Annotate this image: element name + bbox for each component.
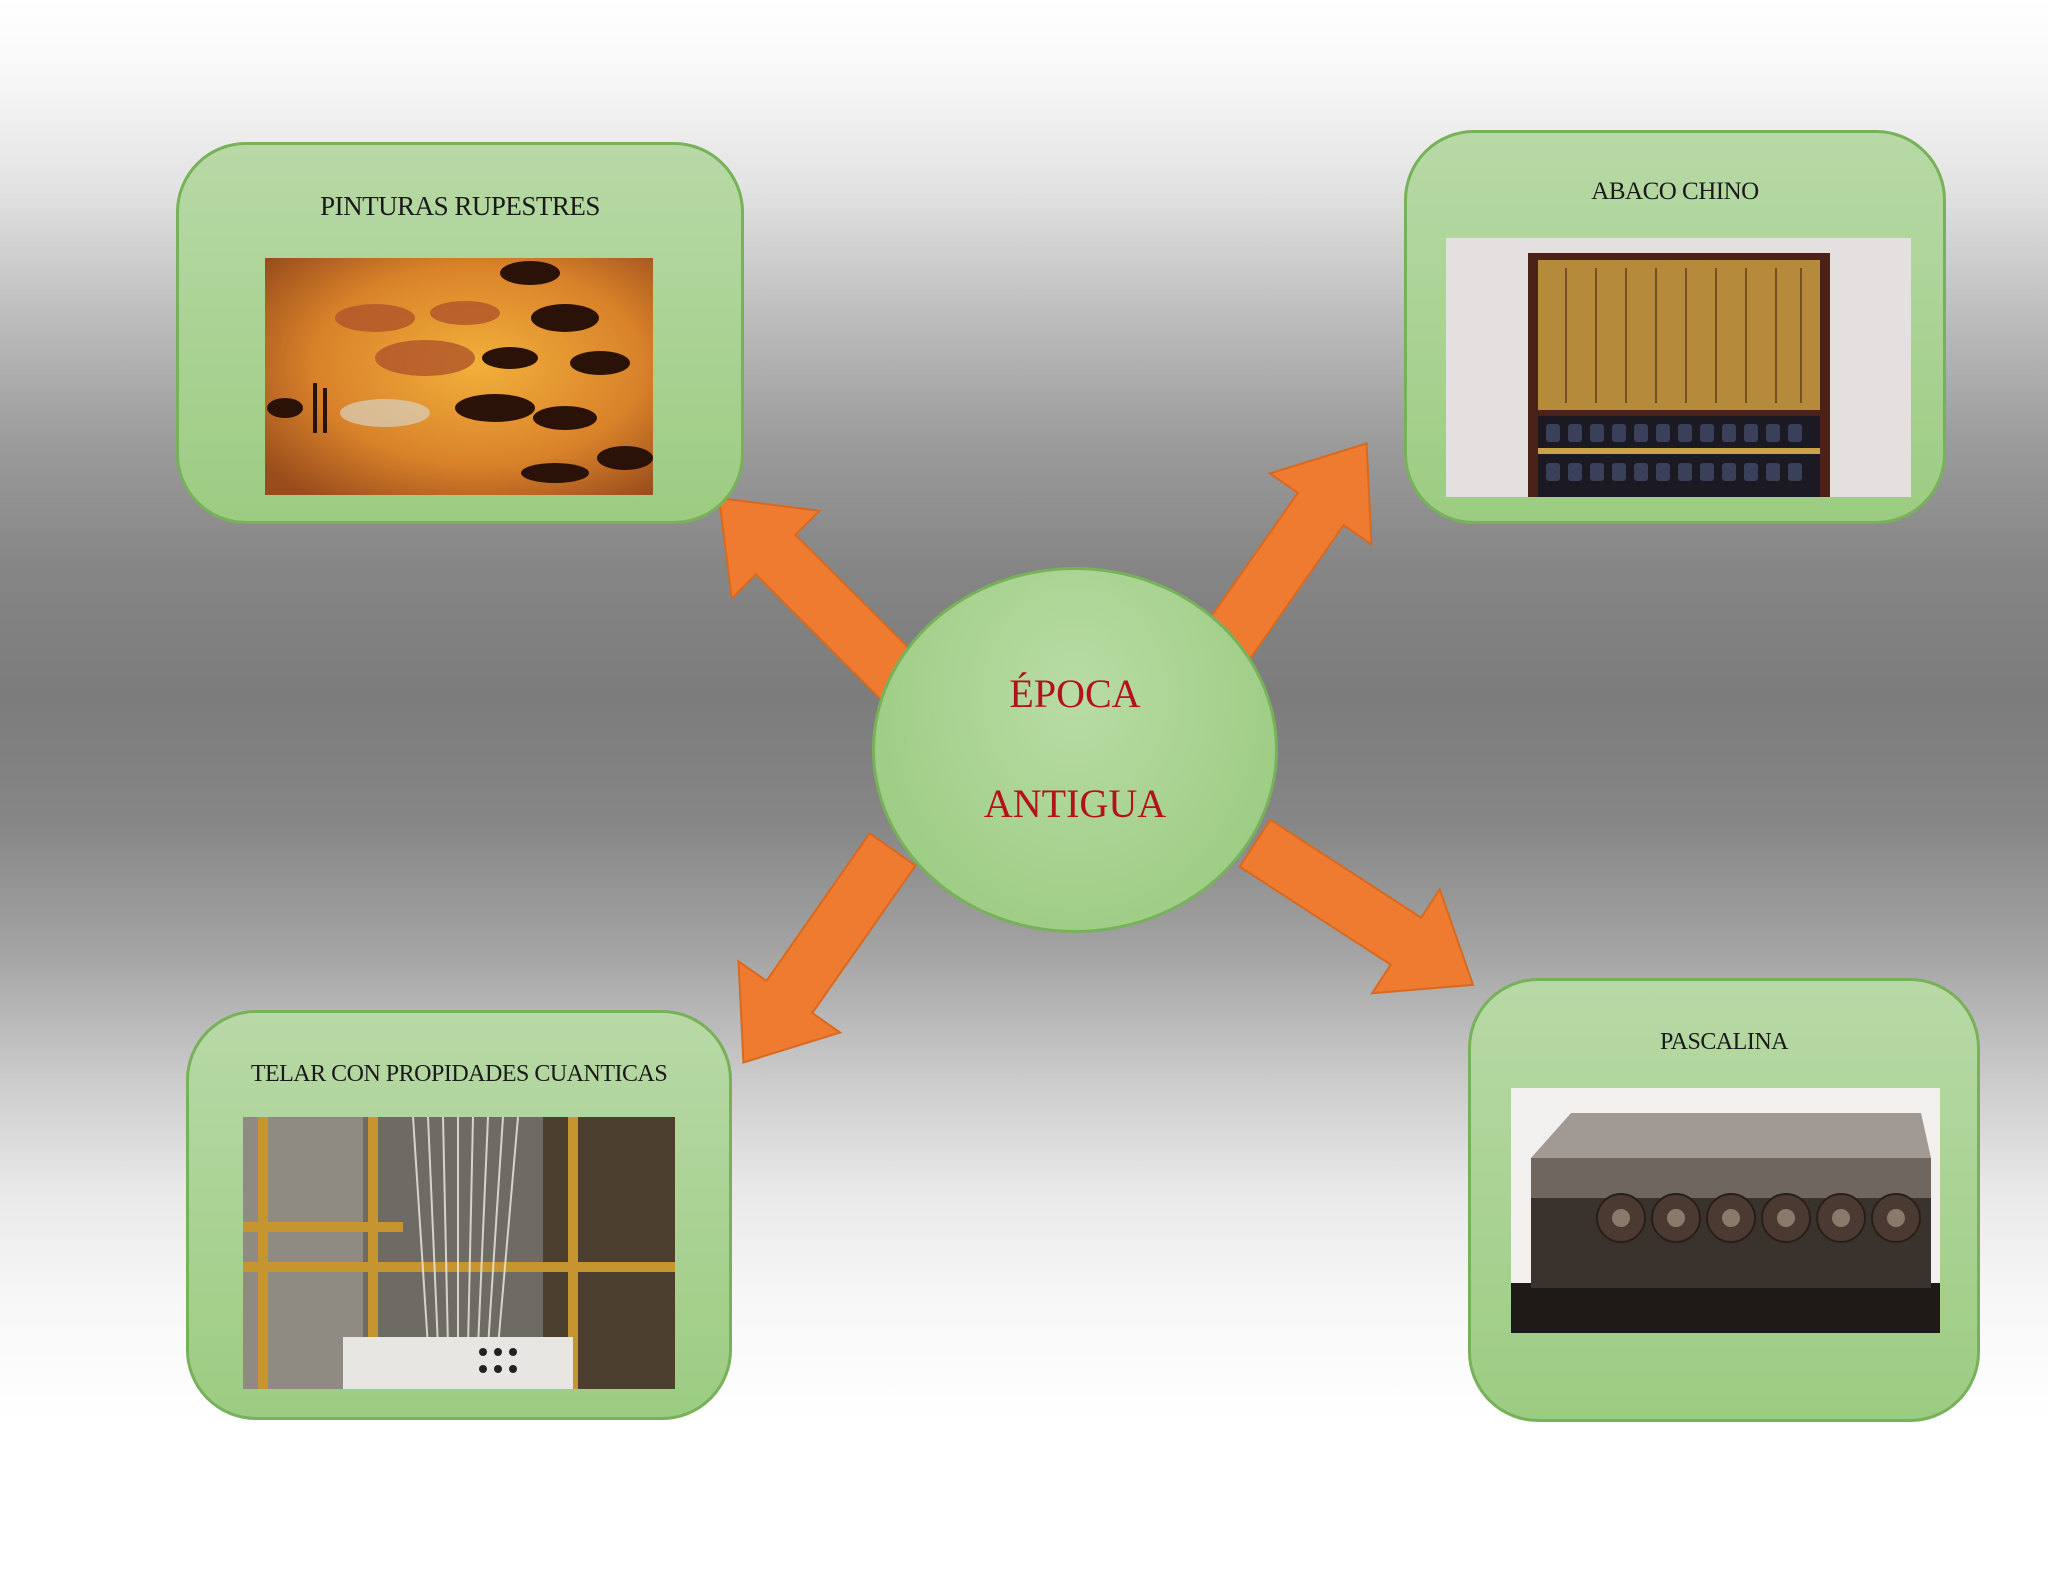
cave-painting-image: [265, 258, 653, 495]
chinese-abacus-image: [1446, 238, 1911, 497]
center-title-line1: ÉPOCA: [1009, 671, 1141, 716]
card-title: PASCALINA: [1660, 1029, 1788, 1055]
card-abaco-chino: ABACO CHINO: [1404, 130, 1946, 524]
center-title-line2: ANTIGUA: [983, 781, 1167, 826]
arrow-to-telar: [691, 812, 945, 1100]
arrow-to-pascalina: [1220, 790, 1508, 1038]
card-pascalina: PASCALINA: [1468, 978, 1980, 1422]
card-pinturas-rupestres: PINTURAS RUPESTRES: [176, 142, 744, 524]
center-topic-circle: ÉPOCA ANTIGUA: [872, 567, 1278, 933]
card-telar: TELAR CON PROPIDADES CUANTICAS: [186, 1010, 732, 1420]
card-title: ABACO CHINO: [1591, 178, 1759, 205]
card-title: TELAR CON PROPIDADES CUANTICAS: [250, 1061, 668, 1087]
card-title: PINTURAS RUPESTRES: [320, 191, 600, 221]
pascaline-image: [1511, 1088, 1940, 1333]
loom-image: [243, 1117, 675, 1389]
